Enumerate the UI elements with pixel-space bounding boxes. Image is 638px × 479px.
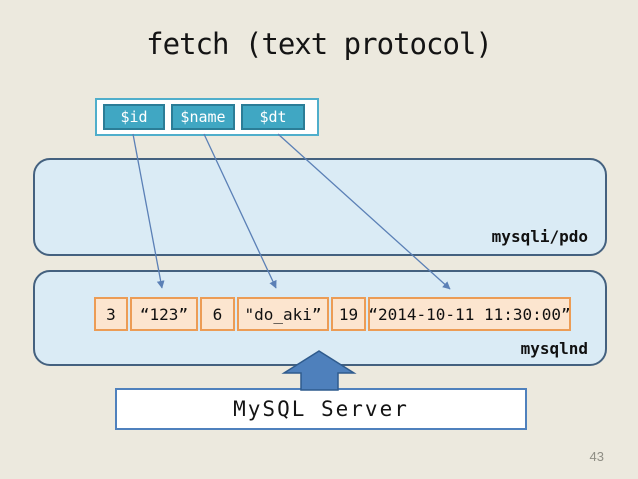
buffer-cell-id-value: “123” xyxy=(130,297,198,331)
mysqli-pdo-layer: mysqli/pdo xyxy=(33,158,607,256)
mysqlnd-label: mysqlnd xyxy=(520,339,588,358)
mysqli-pdo-label: mysqli/pdo xyxy=(491,227,588,246)
variable-dt-box: $dt xyxy=(241,104,305,130)
result-buffer-row: 3 “123” 6 "do_aki” 19 “2014-10-11 11:30:… xyxy=(94,297,571,331)
page-number: 43 xyxy=(589,449,604,464)
variable-id-box: $id xyxy=(103,104,165,130)
buffer-cell-datetime-value: “2014-10-11 11:30:00” xyxy=(368,297,571,331)
mysql-server-label: MySQL Server xyxy=(233,397,409,421)
buffer-cell-length: 3 xyxy=(94,297,128,331)
slide-title: fetch (text protocol) xyxy=(146,27,493,61)
buffer-cell-length: 19 xyxy=(331,297,366,331)
php-variables-panel: $id $name $dt xyxy=(95,98,319,136)
buffer-cell-name-value: "do_aki” xyxy=(237,297,329,331)
mysqlnd-layer: 3 “123” 6 "do_aki” 19 “2014-10-11 11:30:… xyxy=(33,270,607,366)
buffer-cell-length: 6 xyxy=(200,297,235,331)
mysql-server-box: MySQL Server xyxy=(115,388,527,430)
variable-name-box: $name xyxy=(171,104,235,130)
